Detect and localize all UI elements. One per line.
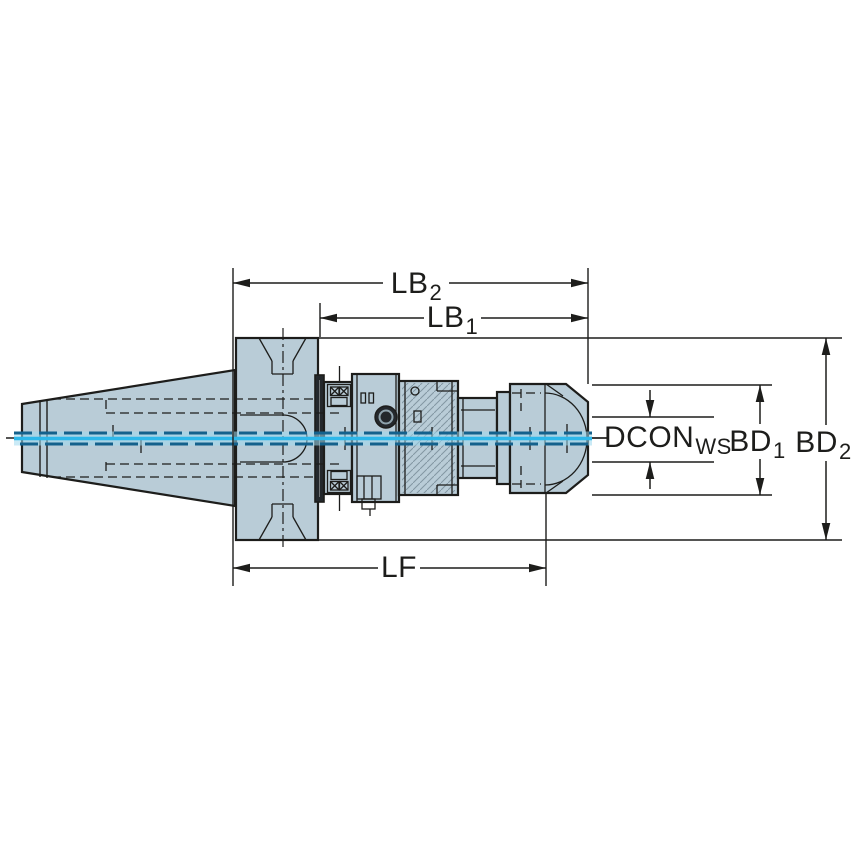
dimension-bd1 [755,385,765,495]
label-bd1: BD1 [729,425,786,463]
hidden-bore-lines [52,398,531,478]
dimension-lf [233,563,546,573]
label-dcon-ws: DCONWS [604,421,732,459]
label-lf: LF [380,551,418,584]
side-screw [374,405,398,429]
centerline [6,431,607,446]
dimension-dcon [592,390,655,489]
label-lb1: LB1 [426,301,479,339]
label-bd2: BD2 [795,426,852,464]
extension-lines [232,268,842,586]
dimension-lb2 [233,278,588,288]
dimension-bd2 [821,338,831,540]
label-lb2: LB2 [390,267,443,305]
dimension-lb1 [320,313,588,323]
